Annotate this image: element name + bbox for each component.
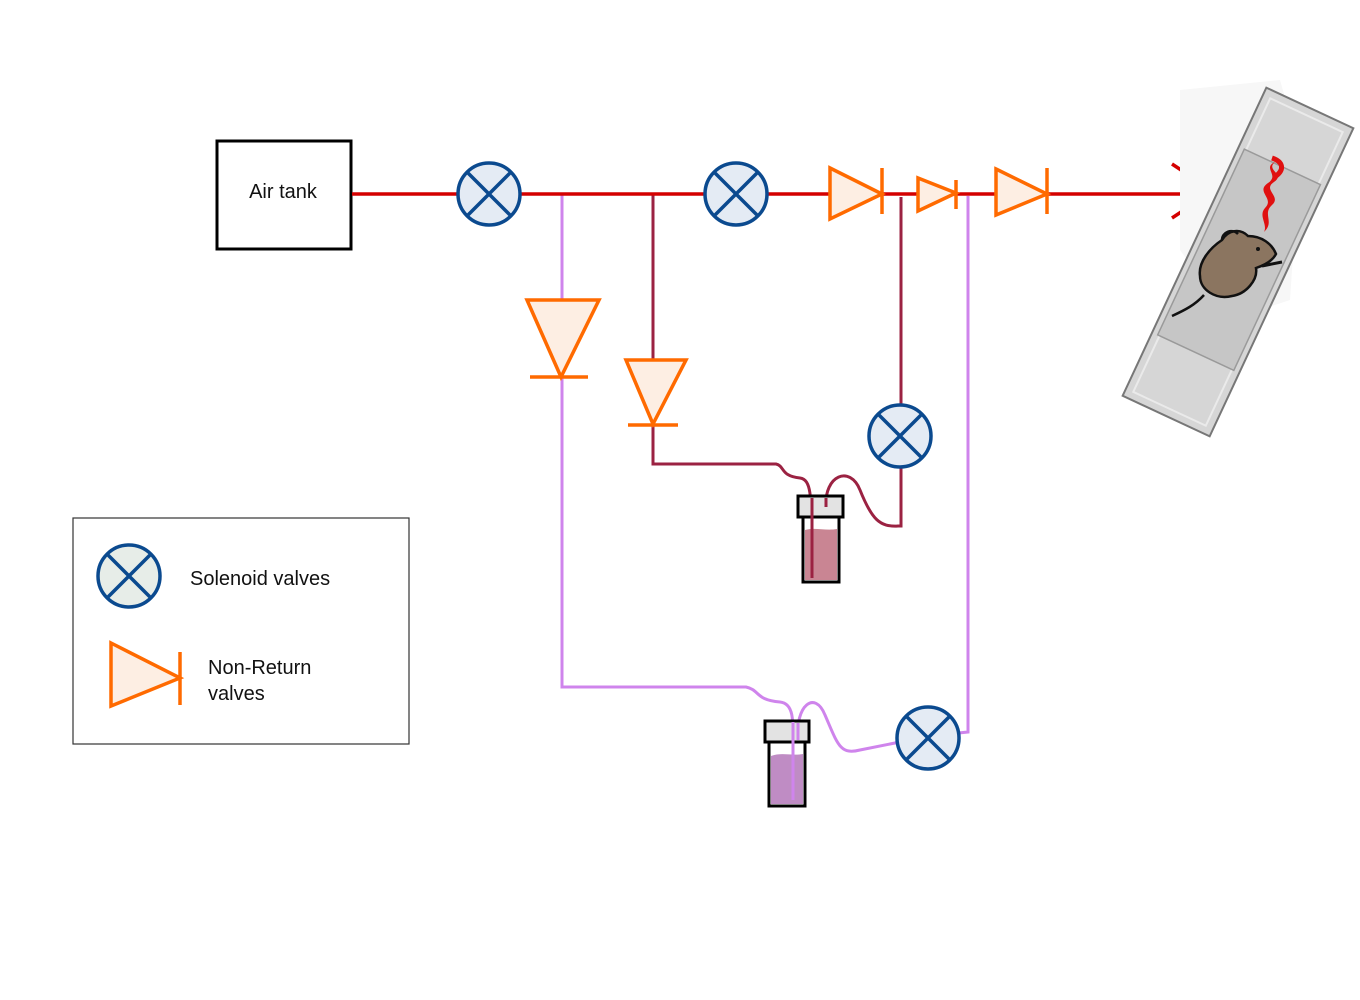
vial-liquid bbox=[771, 754, 803, 804]
legend: Solenoid valves Non-Return valves bbox=[72, 517, 410, 745]
mouse-chamber bbox=[1121, 80, 1355, 438]
light-branch-inlet-tube bbox=[560, 194, 795, 771]
solenoid-valve-icon bbox=[96, 543, 162, 609]
solenoid-valve-main-1[interactable] bbox=[456, 161, 522, 227]
non-return-valve-main-3[interactable] bbox=[994, 166, 1052, 218]
legend-label-solenoid: Solenoid valves bbox=[190, 568, 330, 590]
odor-vial-dark bbox=[796, 494, 845, 584]
legend-label-nonreturn-line1: Non-Return bbox=[208, 657, 311, 679]
dark-branch-line bbox=[651, 194, 903, 579]
non-return-valve-light-branch[interactable] bbox=[524, 298, 602, 382]
odor-plume-icon bbox=[1271, 155, 1284, 178]
non-return-valve-icon bbox=[109, 640, 185, 709]
odor-plume-icon bbox=[1262, 162, 1278, 232]
legend-label-nonreturn-line2: valves bbox=[208, 683, 265, 705]
vial-liquid bbox=[805, 528, 837, 580]
air-tank-label: Air tank bbox=[249, 181, 318, 203]
dark-branch-outlet-tube bbox=[824, 197, 903, 528]
air-tank-box bbox=[215, 139, 353, 251]
solenoid-valve-light-branch[interactable] bbox=[895, 705, 961, 771]
dark-branch-inlet-tube bbox=[651, 194, 814, 579]
non-return-valve-dark-branch[interactable] bbox=[623, 358, 689, 429]
odor-vial-light bbox=[763, 719, 811, 808]
non-return-valve-main-1[interactable] bbox=[828, 165, 886, 222]
solenoid-valve-dark-branch[interactable] bbox=[867, 403, 933, 469]
mouse-icon bbox=[1171, 229, 1283, 318]
vial-cap bbox=[763, 719, 811, 744]
light-branch-line bbox=[560, 194, 970, 771]
non-return-valve-main-2[interactable] bbox=[916, 175, 961, 214]
solenoid-valve-main-2[interactable] bbox=[703, 161, 769, 227]
vial-cap bbox=[796, 494, 845, 519]
air-tank: Air tank bbox=[215, 139, 353, 251]
light-branch-outlet-tube bbox=[796, 196, 970, 753]
